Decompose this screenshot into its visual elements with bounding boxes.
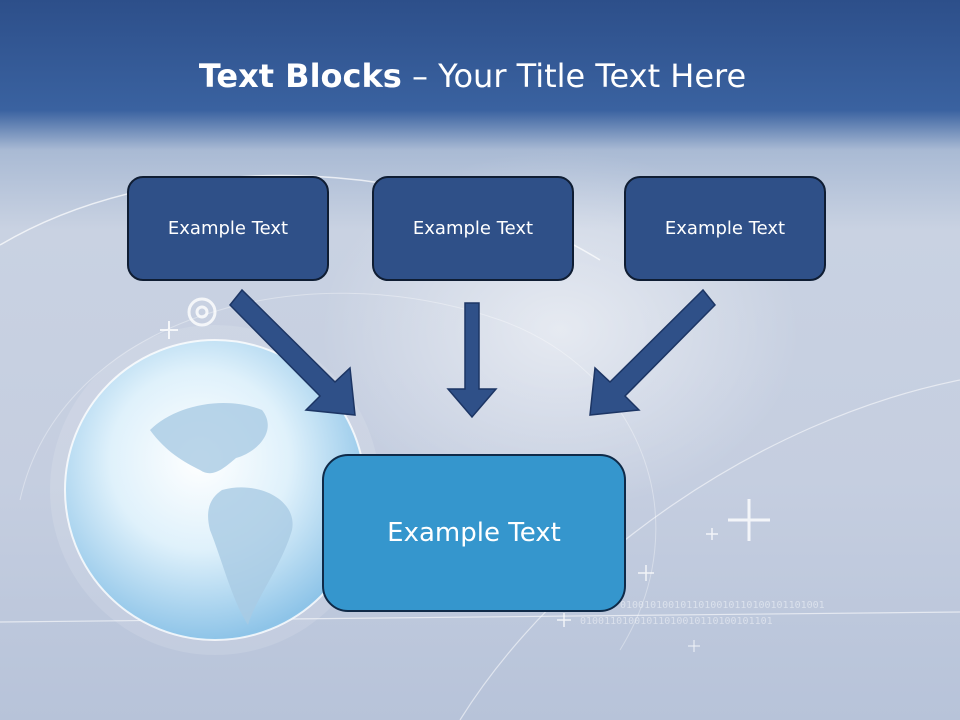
binary-streak: 0100101001011010010110100101101001 01001… [580, 600, 825, 627]
globe-icon [64, 339, 366, 641]
center-text-block: Example Text [322, 454, 626, 612]
continent-south-america [208, 487, 293, 625]
continent-north-america [150, 402, 268, 474]
title-rest: – Your Title Text Here [401, 57, 747, 95]
svg-text:010011010010110100101101001011: 01001101001011010010110100101101 [580, 616, 773, 627]
text-block-3: Example Text [624, 176, 826, 281]
text-block-2: Example Text [372, 176, 574, 281]
title-bold: Text Blocks [198, 57, 402, 95]
page-title: Text Blocks – Your Title Text Here [0, 52, 945, 100]
orbit-line [459, 379, 960, 720]
gear-icon [187, 297, 217, 327]
text-block-1: Example Text [127, 176, 329, 281]
plus-marks [160, 321, 770, 652]
svg-text:010010100101101001011010010110: 0100101001011010010110100101101001 [620, 600, 825, 611]
